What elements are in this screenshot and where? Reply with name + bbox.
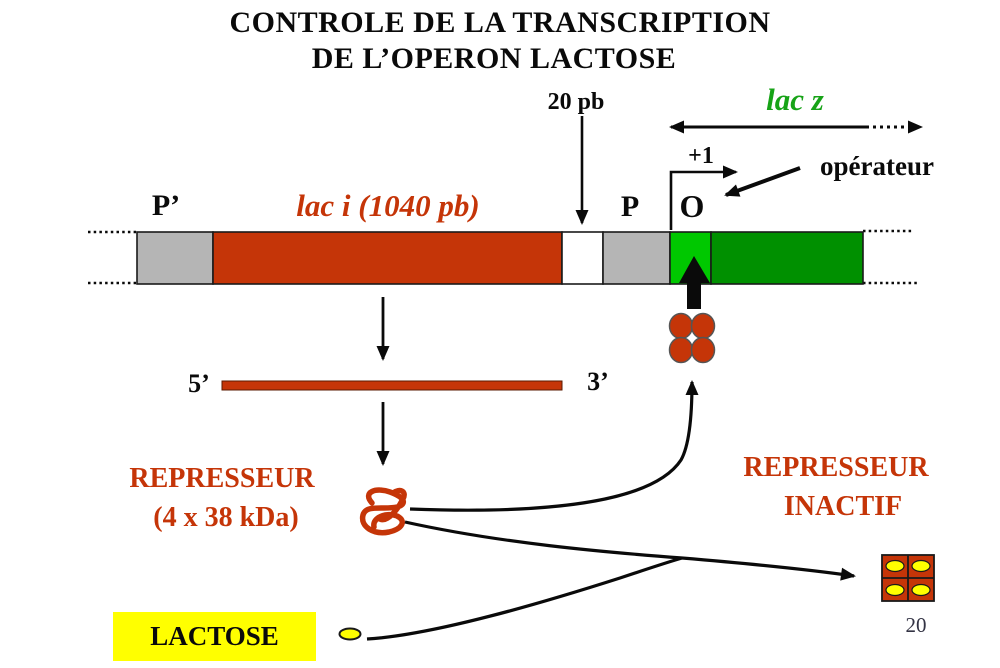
label-plus-one: +1 (688, 143, 714, 169)
tetramer-subunit (668, 312, 694, 340)
repressor-protein-squiggle (359, 487, 407, 536)
label-represseur: REPRESSEUR (129, 463, 315, 494)
label-represseur-inactif-line2: INACTIF (783, 491, 903, 522)
repressor-to-operator-curve (409, 380, 699, 512)
tetramer-subunit (668, 336, 694, 364)
operateur-callout-arrow (724, 166, 801, 197)
tetramer-binding-thick-arrow (679, 256, 710, 309)
repressor-tetramer (668, 312, 716, 364)
slide-title-line1: CONTROLE DE LA TRANSCRIPTION (229, 6, 771, 39)
lactose-molecule-oval (338, 627, 362, 641)
gene-bar-p-segment (602, 231, 671, 285)
mrna-bar (221, 380, 563, 391)
bound-lactose-oval (911, 583, 931, 597)
lactose-highlight-box: LACTOSE (113, 612, 316, 661)
gene-bar-p-prime-segment (136, 231, 214, 285)
inactive-repressor-complex (881, 554, 935, 602)
label-represseur-inactif-line1: REPRESSEUR (743, 452, 929, 483)
label-five-prime: 5’ (188, 369, 210, 398)
gene-bar-laci-segment (212, 231, 563, 285)
label-laci-gene: lac i (1040 pb) (296, 188, 480, 223)
page-number: 20 (905, 613, 927, 637)
plus-one-start-arrow (669, 165, 738, 230)
slide-title-line2: DE L’OPERON LACTOSE (311, 42, 677, 75)
tetramer-subunit (690, 336, 716, 364)
label-represseur-mass: (4 x 38 kDa) (153, 502, 299, 533)
label-operateur: opérateur (820, 151, 934, 181)
lactose-to-junction-curve (366, 556, 683, 641)
gene-bar-spacer-segment (561, 231, 604, 285)
label-lacz-gene: lac z (766, 82, 824, 117)
label-20pb: 20 pb (547, 89, 605, 115)
bound-lactose-oval (885, 559, 905, 573)
gene-bar-lacz-segment (710, 231, 864, 285)
label-lactose: LACTOSE (150, 621, 279, 651)
label-p-prime-promoter: P’ (151, 189, 181, 222)
label-three-prime: 3’ (587, 367, 609, 396)
bound-lactose-oval (911, 559, 931, 573)
tetramer-subunit (690, 312, 716, 340)
repressor-to-inactive-curve (404, 520, 856, 581)
bound-lactose-oval (885, 583, 905, 597)
label-p-promoter: P (620, 190, 640, 223)
label-o-operator: O (679, 188, 705, 224)
